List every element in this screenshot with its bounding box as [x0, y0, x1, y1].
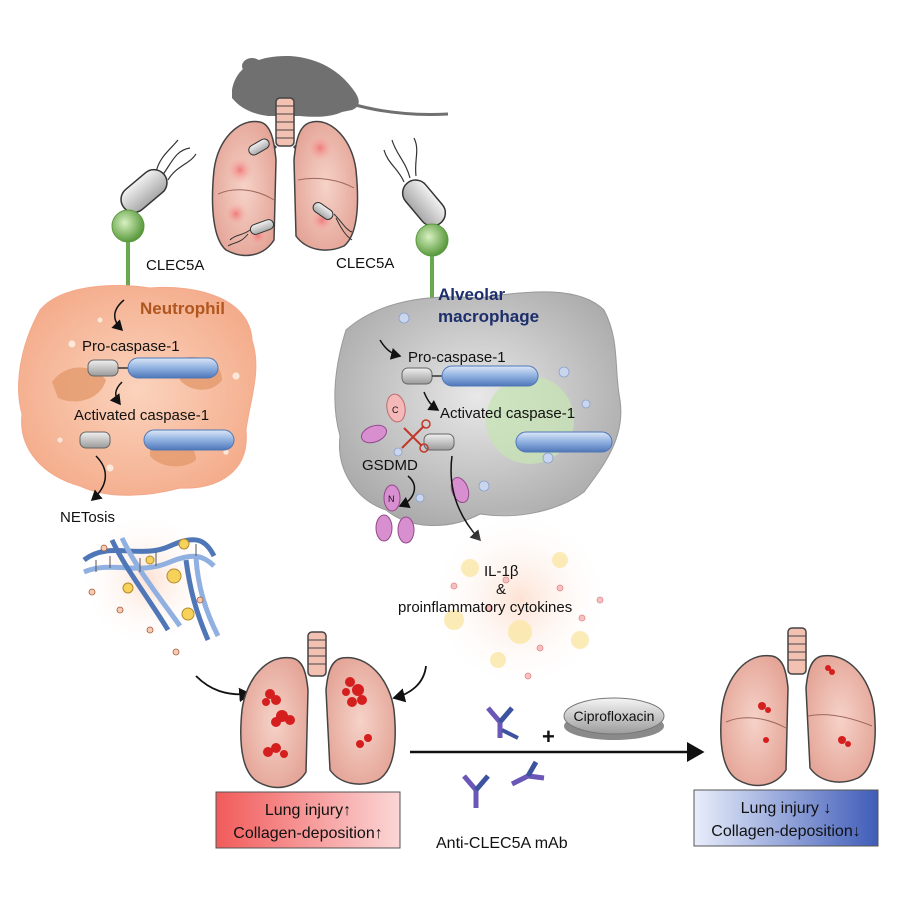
pro-caspase-left-label: Pro-caspase-1: [82, 338, 180, 355]
clec5a-receptor-left: [111, 209, 145, 296]
arrow-cytokines-to-lung: [392, 665, 427, 703]
gsdmd-label: GSDMD: [362, 457, 418, 474]
arrow-receptor-to-procaspase-left: [111, 299, 125, 332]
pro-caspase-right-label: Pro-caspase-1: [408, 349, 506, 366]
alveolar-label-line2: macrophage: [438, 307, 539, 326]
ampersand-label: &: [496, 581, 506, 598]
antibody-icon-3: [510, 760, 545, 787]
net-dna-icon: [78, 510, 221, 656]
clec5a-left-label: CLEC5A: [146, 257, 204, 274]
collagen-decrease-label: Collagen-deposition↓: [711, 823, 860, 840]
arrow-net-to-lung: [195, 675, 252, 703]
outcome-box-decrease: [693, 789, 879, 847]
gsdmd-c-label: C: [392, 405, 399, 415]
arrow-receptor-to-procaspase-right: [379, 339, 402, 360]
infected-lungs-icon: [211, 97, 359, 257]
arrow-gsdmd-pore: [398, 475, 416, 508]
pro-caspase-right-icon: [401, 365, 539, 387]
scissors-icon: [401, 419, 431, 453]
ciprofloxacin-label: Ciprofloxacin: [574, 708, 655, 724]
plus-sign: +: [542, 724, 555, 749]
netosis-label: NETosis: [60, 509, 115, 526]
cytokines-cloud: [428, 508, 612, 692]
activated-caspase-left-icon: [79, 429, 235, 451]
lung-injury-decrease-label: Lung injury ↓: [741, 800, 832, 817]
arrow-to-netosis: [90, 455, 106, 501]
lung-injury-increase-label: Lung injury↑: [265, 802, 351, 819]
collagen-increase-label: Collagen-deposition↑: [233, 825, 382, 842]
activated-caspase-right-label: Activated caspase-1: [440, 405, 575, 422]
activated-caspase-left-label: Activated caspase-1: [74, 407, 209, 424]
recovered-lungs-icon: [720, 627, 876, 787]
antibody-icon-2: [462, 774, 490, 808]
gsdmd-n-label: N: [388, 494, 395, 504]
antibody-icon-1: [486, 706, 519, 740]
outcome-box-increase: [215, 791, 401, 849]
bacterium-left-icon: [120, 139, 197, 214]
neutrophil-label: Neutrophil: [140, 299, 225, 318]
arrow-activation-left: [109, 381, 123, 406]
gsdmd-n-pore-icon: [375, 476, 470, 544]
activated-caspase-right-icon: [423, 431, 613, 453]
pro-caspase-left-icon: [87, 357, 219, 379]
mouse-icon: [232, 55, 449, 117]
damaged-lungs-icon: [240, 631, 396, 789]
arrow-activation-right: [423, 391, 440, 411]
bacterium-right-icon: [383, 137, 447, 227]
anti-clec5a-label: Anti-CLEC5A mAb: [436, 835, 568, 852]
cytokines-label: proinflammatory cytokines: [398, 599, 572, 616]
clec5a-right-label: CLEC5A: [336, 255, 394, 272]
alveolar-label-line1: Alveolar: [438, 285, 505, 304]
clec5a-receptor-right: [415, 223, 449, 302]
gsdmd-protein-icon: [360, 393, 406, 444]
ciprofloxacin-pill-icon: [563, 697, 665, 740]
il1b-label: IL-1β: [484, 563, 519, 580]
